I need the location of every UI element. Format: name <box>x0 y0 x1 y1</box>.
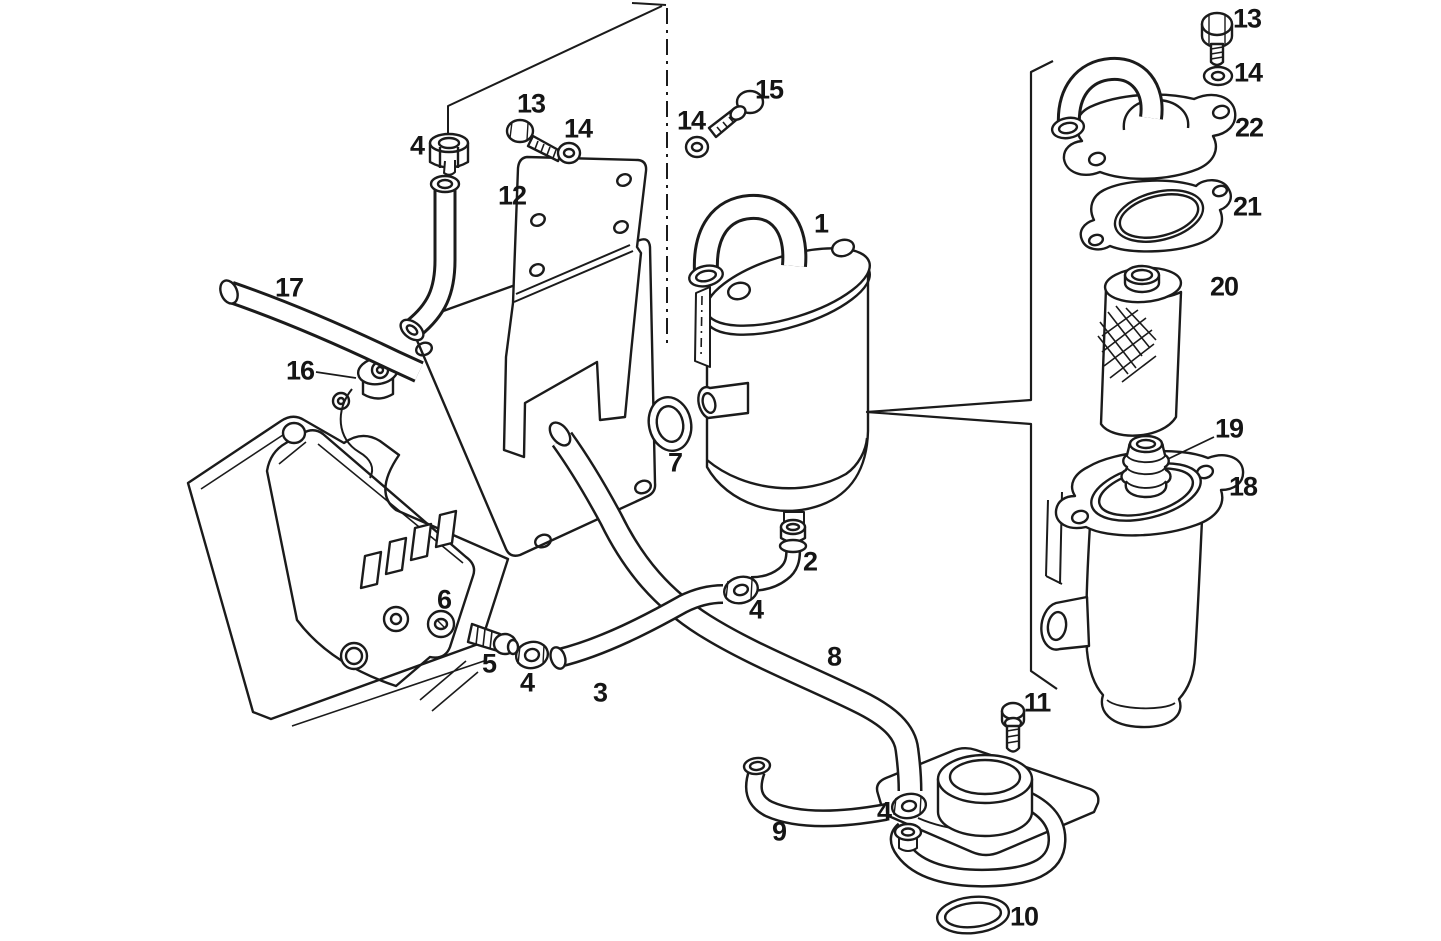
nut-6 <box>428 611 454 637</box>
hose-3 <box>548 594 723 671</box>
washer-14-right <box>1204 67 1232 85</box>
engine-block <box>188 389 508 726</box>
bolt-11 <box>1002 703 1024 752</box>
hose-8 <box>546 419 910 791</box>
o-ring-10 <box>935 893 1010 936</box>
washer-14-left <box>558 143 580 163</box>
bolt-15 <box>709 91 763 137</box>
fitting-5 <box>468 624 518 654</box>
cover-u-pipe <box>1051 69 1152 141</box>
leader-lines <box>316 372 1214 459</box>
cover-22 <box>1051 69 1236 179</box>
fitting-16 <box>356 355 400 399</box>
breather-hose-17 <box>217 278 419 372</box>
elbow-fitting-2 <box>721 520 806 607</box>
boundary-lines <box>448 3 667 348</box>
union-nut-4-top <box>430 134 468 175</box>
gasket-21 <box>1081 180 1231 251</box>
seal-ring-7 <box>644 393 696 455</box>
bolt-13-right <box>1202 13 1232 65</box>
washer-14-mid <box>686 137 708 157</box>
separator-canister-1 <box>687 207 878 527</box>
housing-side-port <box>1041 597 1089 650</box>
flange-boss <box>938 755 1032 836</box>
filter-element-20 <box>1098 265 1182 435</box>
bolt-13-left <box>507 120 562 161</box>
hose-9 <box>743 757 886 819</box>
filter-mesh <box>1098 306 1156 382</box>
bracket-plate-12 <box>504 157 646 457</box>
grommet-19 <box>1122 436 1171 497</box>
cap-nut-4-left <box>514 639 551 671</box>
vent-pipe-top <box>397 176 459 344</box>
cap-nut-4-mid <box>721 573 761 607</box>
cap-nut-4-bottom <box>890 791 928 851</box>
canister-u-pipe <box>687 207 794 289</box>
position-bracket <box>867 61 1057 689</box>
